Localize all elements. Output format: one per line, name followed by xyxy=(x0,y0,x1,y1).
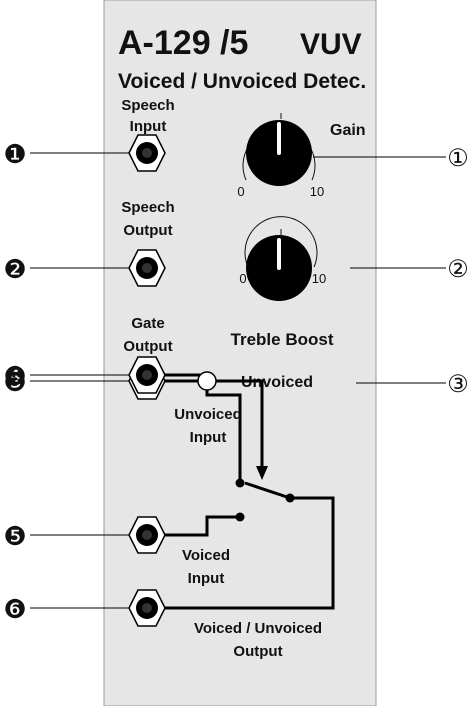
left-callout-lines xyxy=(30,152,129,609)
vuv-output-label-1: Voiced / Unvoiced xyxy=(194,620,322,637)
callout-2: ❷ xyxy=(3,254,26,284)
treble-boost-label: Treble Boost xyxy=(231,330,334,349)
speech-output-label-2: Output xyxy=(123,222,172,239)
switch-common-contact xyxy=(285,493,295,503)
vuv-output-label-2: Output xyxy=(233,643,282,660)
treble-scale-arc xyxy=(244,216,318,268)
voiced-input-label-1: Voiced xyxy=(182,547,230,564)
front-panel xyxy=(103,0,377,706)
vuv-output-socket[interactable] xyxy=(128,589,166,627)
speech-output-label-1: Speech xyxy=(121,199,174,216)
treble-max-label: 10 xyxy=(312,271,326,286)
unvoiced-led-label: Unvoiced xyxy=(241,374,313,391)
gain-min-label: 0 xyxy=(237,184,244,199)
callout-3: ❸ xyxy=(3,367,26,397)
switch-contact-voiced xyxy=(235,512,245,522)
callout-5: ❺ xyxy=(3,521,26,551)
speech-input-label-1: Speech xyxy=(121,97,174,114)
voiced-input-socket[interactable] xyxy=(128,516,166,554)
module-short-name: VUV xyxy=(300,28,362,61)
unvoiced-input-label-1: Unvoiced xyxy=(174,406,242,423)
speech-input-socket[interactable] xyxy=(128,134,166,172)
callout-right-3: ③ xyxy=(447,371,469,398)
unvoiced-input-jack-socket-visible[interactable] xyxy=(128,356,166,394)
switch-contact-unvoiced xyxy=(235,478,245,488)
callout-6: ❻ xyxy=(3,594,26,624)
unvoiced-input-label-2: Input xyxy=(190,429,227,446)
treble-boost-knob[interactable] xyxy=(246,235,312,301)
module-subtitle: Voiced / Unvoiced Detec. xyxy=(118,70,366,93)
callout-4-marker: ❹ xyxy=(3,361,26,391)
gain-label: Gain xyxy=(330,122,366,139)
switch-arrowhead xyxy=(256,466,268,480)
callout-right-1: ① xyxy=(447,145,469,172)
speech-output-socket[interactable] xyxy=(128,249,166,287)
gain-max-label: 10 xyxy=(310,184,324,199)
speech-input-label-2: Input xyxy=(130,118,167,135)
module-name: A-129 /5 xyxy=(118,24,248,62)
right-callout-lines xyxy=(313,156,446,384)
callout-right-2: ② xyxy=(447,256,469,283)
internal-wiring xyxy=(165,373,335,610)
callout-1: ❶ xyxy=(3,139,26,169)
gain-knob[interactable] xyxy=(246,120,312,186)
gate-output-label-1: Gate xyxy=(131,315,164,332)
unvoiced-led xyxy=(197,371,217,391)
gate-output-label-2: Output xyxy=(123,338,172,355)
treble-min-label: 0 xyxy=(239,271,246,286)
voiced-input-label-2: Input xyxy=(188,570,225,587)
